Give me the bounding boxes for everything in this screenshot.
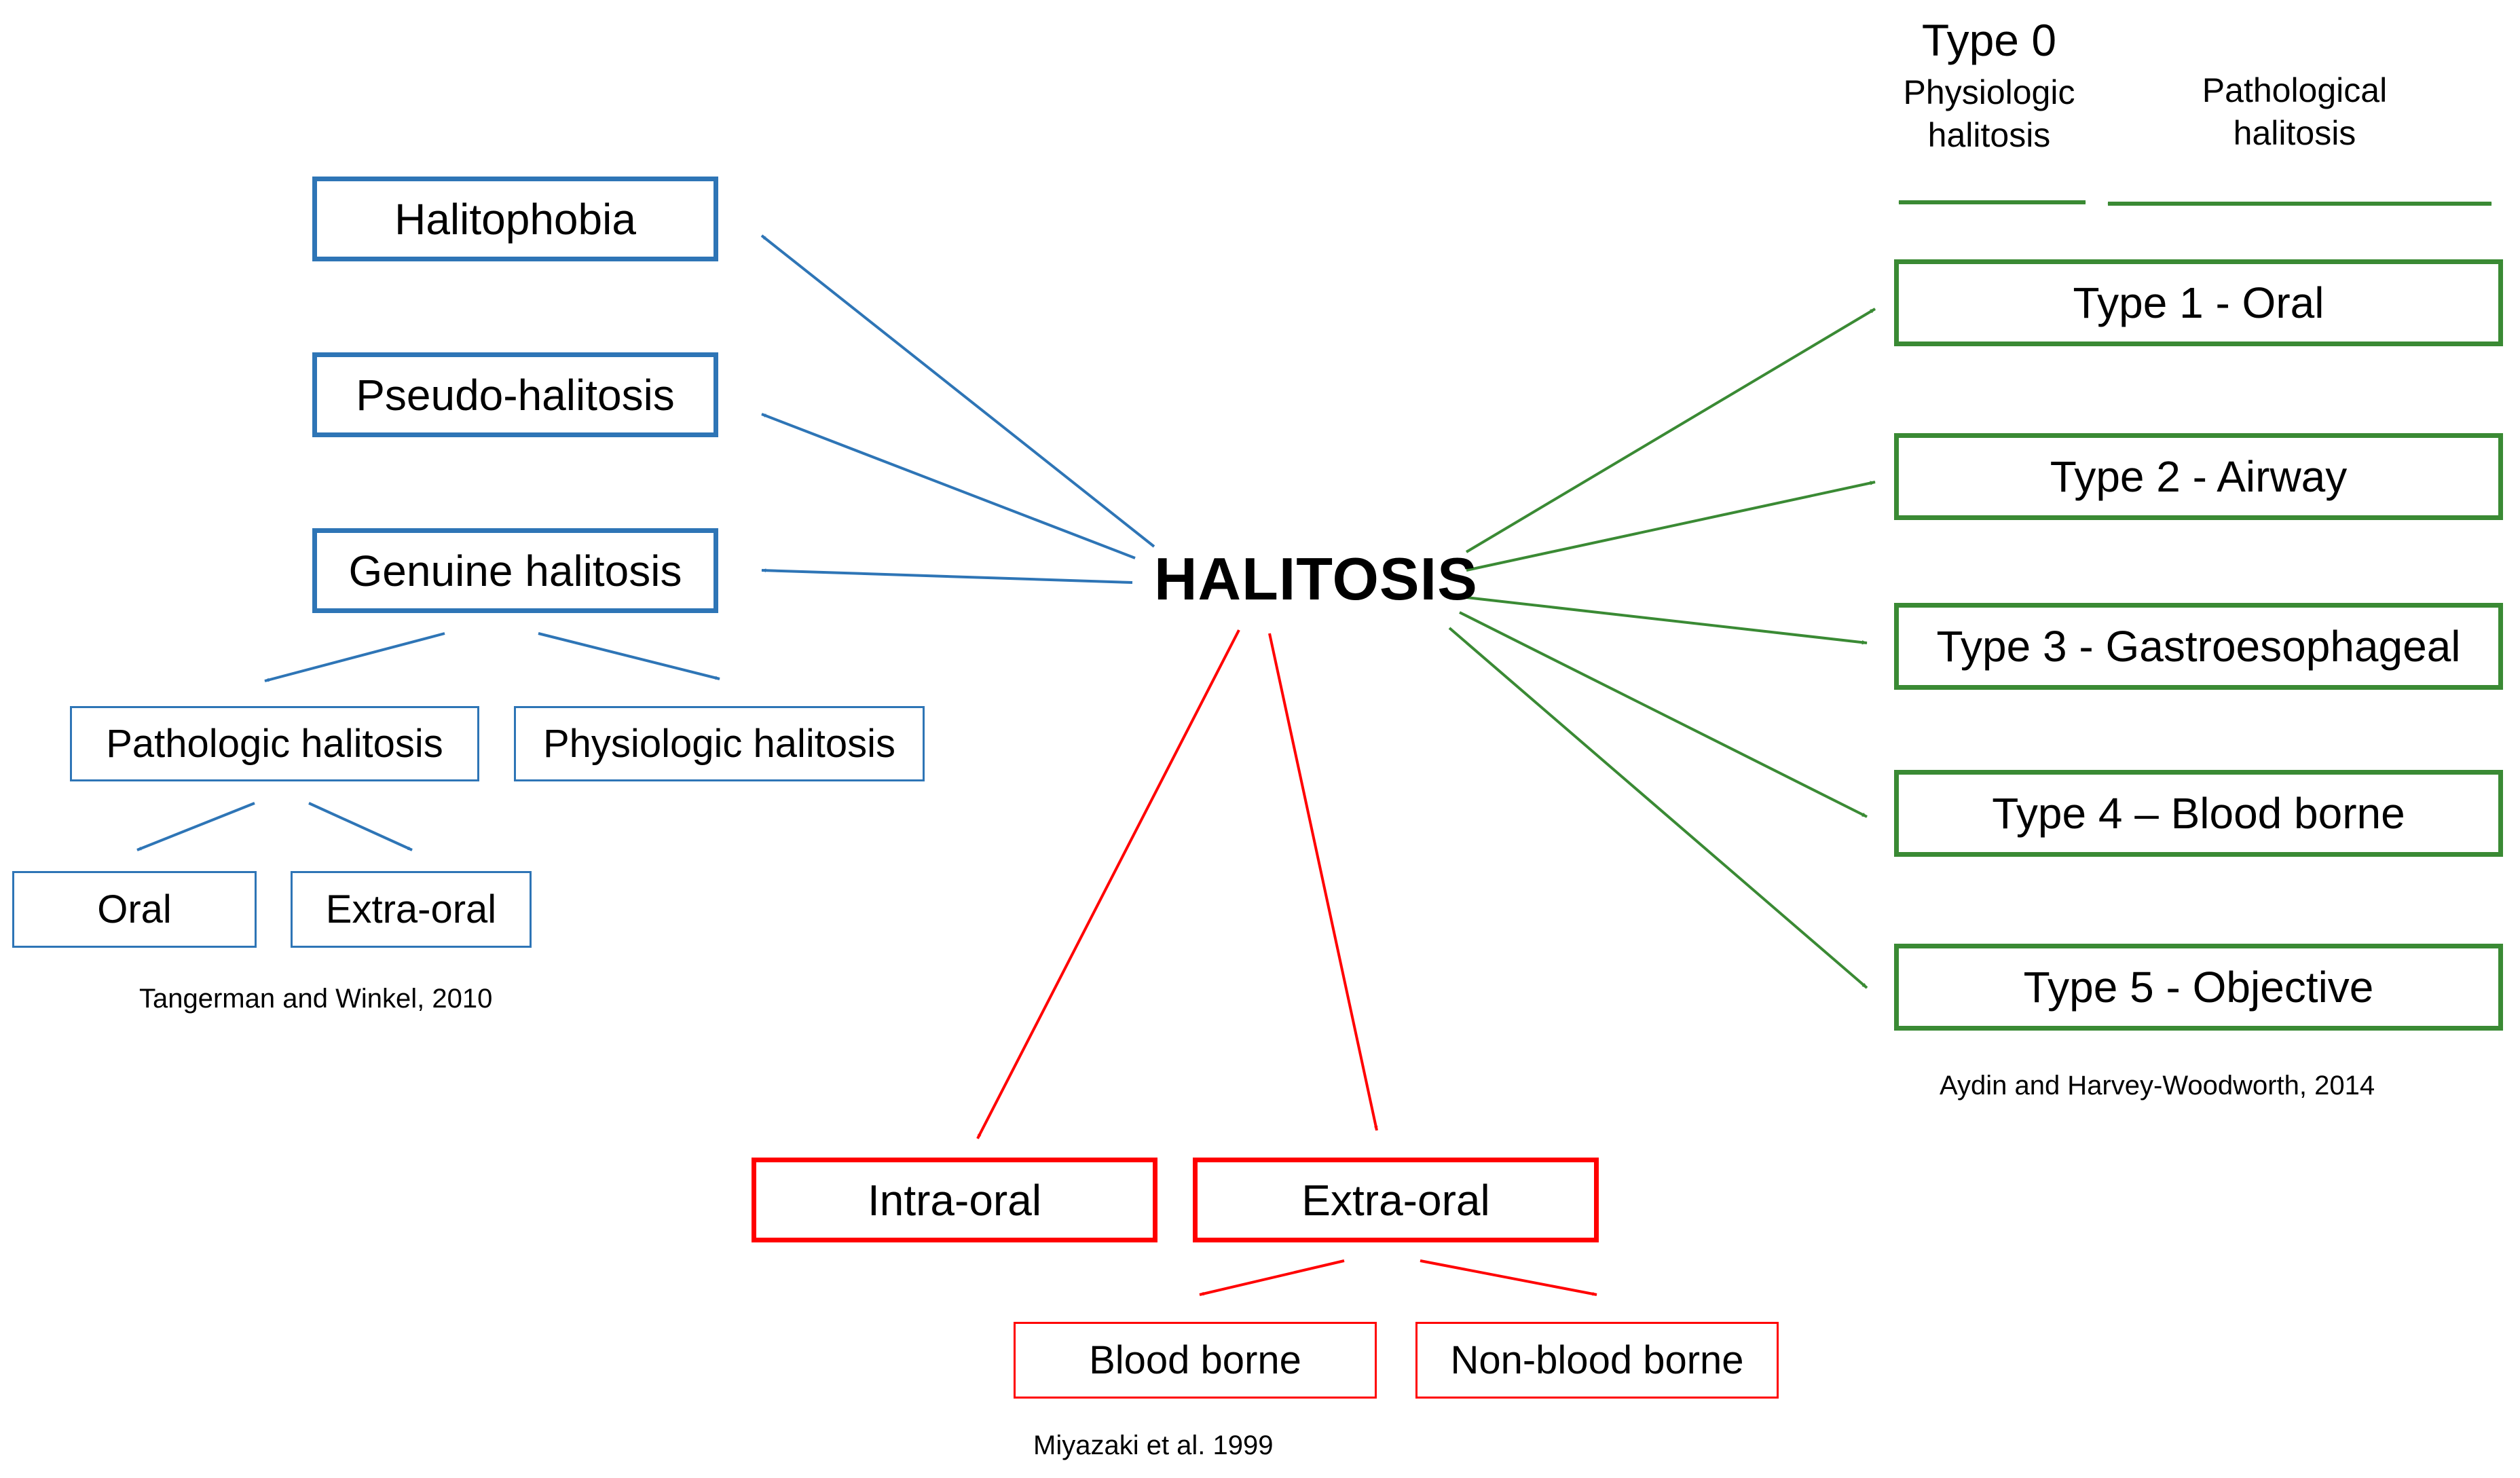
physiologic-header: Physiologic halitosis (1903, 73, 2075, 154)
type0-header: Type 0 (1921, 15, 2057, 65)
blood-borne-box: Blood borne (1014, 1322, 1377, 1399)
pseudo-halitosis-box: Pseudo-halitosis (312, 352, 718, 437)
arrow-to-physiologic-halitosis (538, 632, 720, 680)
extra-oral-box-tw: Extra-oral (291, 871, 532, 948)
intra-oral-box: Intra-oral (752, 1158, 1157, 1242)
arrow-to-oral (136, 802, 255, 851)
non-blood-borne-box: Non-blood borne (1415, 1322, 1779, 1399)
pathological-header: Pathological halitosis (2202, 71, 2388, 152)
arrow-to-type1 (1465, 308, 1876, 553)
arrow-to-non-blood-borne (1420, 1259, 1597, 1296)
arrow-to-type2 (1466, 481, 1876, 572)
arrow-to-type4 (1459, 611, 1868, 818)
arrow-to-extra-oral-tw (308, 802, 413, 851)
arrow-to-type5 (1448, 627, 1868, 989)
halitophobia-box: Halitophobia (312, 177, 718, 261)
arrow-to-blood-borne (1199, 1259, 1345, 1296)
type2-box: Type 2 - Airway (1894, 433, 2503, 520)
pathologic-halitosis-box: Pathologic halitosis (70, 706, 479, 781)
oral-box: Oral (12, 871, 257, 948)
miyazaki-citation: Miyazaki et al. 1999 (1033, 1430, 1274, 1460)
type5-box: Type 5 - Objective (1894, 944, 2503, 1031)
physiologic-halitosis-box: Physiologic halitosis (514, 706, 925, 781)
extra-oral-box: Extra-oral (1193, 1158, 1599, 1242)
tangerman-citation: Tangerman and Winkel, 2010 (139, 984, 493, 1014)
arrow-to-type3 (1466, 596, 1868, 645)
aydin-citation: Aydin and Harvey-Woodworth, 2014 (1940, 1071, 2375, 1101)
arrow-to-extra-oral (1268, 633, 1378, 1131)
type4-box: Type 4 – Blood borne (1894, 770, 2503, 857)
arrow-to-pathologic-halitosis (264, 632, 445, 682)
center-title: HALITOSIS (1154, 545, 1478, 612)
arrow-to-halitophobia (760, 234, 1155, 548)
arrow-to-genuine-halitosis (761, 568, 1133, 584)
arrow-to-intra-oral (976, 629, 1240, 1139)
arrow-to-pseudo-halitosis (761, 413, 1136, 559)
type3-box: Type 3 - Gastroesophageal (1894, 603, 2503, 690)
genuine-halitosis-box: Genuine halitosis (312, 528, 718, 613)
type1-box: Type 1 - Oral (1894, 259, 2503, 346)
